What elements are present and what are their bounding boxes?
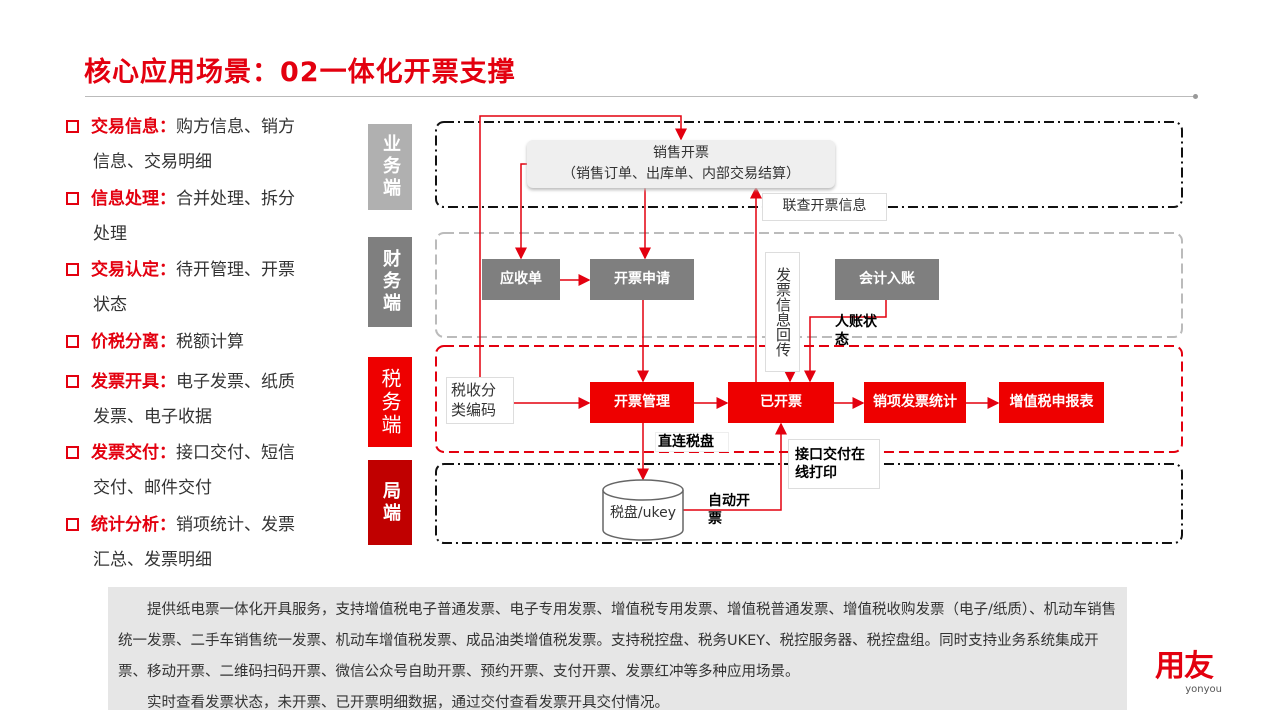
page-title: 核心应用场景：02一体化开票支撑 bbox=[84, 57, 516, 88]
feature-key: 价税分离： bbox=[91, 332, 176, 352]
feature-text: 接口交付、短信 bbox=[176, 443, 295, 463]
feature-key: 信息处理： bbox=[91, 189, 176, 209]
feature-text-cont: 汇总、发票明细 bbox=[93, 550, 212, 570]
feature-text: 购方信息、销方 bbox=[176, 117, 295, 137]
feature-key: 统计分析： bbox=[91, 515, 176, 535]
feature-item: 发票开具：电子发票、纸质发票、电子收据 bbox=[66, 365, 346, 435]
feature-key: 交易认定： bbox=[91, 260, 176, 280]
disk-cylinder bbox=[602, 479, 684, 541]
logo-cn: 用友 bbox=[1155, 649, 1214, 684]
lookup-invoice-label: 联查开票信息 bbox=[762, 193, 887, 221]
arrow-taxcode-to-sales bbox=[479, 115, 687, 377]
arrow-accounting-to-issued bbox=[804, 300, 887, 383]
tax-disk-label: 税盘/ukey bbox=[609, 505, 677, 521]
sales-invoice-sources: （销售订单、出库单、内部交易结算） bbox=[562, 166, 800, 182]
feature-item: 交易认定：待开管理、开票状态 bbox=[66, 253, 346, 323]
logo-en: yonyou bbox=[1185, 684, 1222, 695]
feature-key: 交易信息： bbox=[91, 117, 176, 137]
feature-text-cont: 信息、交易明细 bbox=[93, 152, 212, 172]
feature-item: 信息处理：合并处理、拆分处理 bbox=[66, 182, 346, 252]
invoice-apply-box[interactable]: 开票申请 bbox=[590, 259, 694, 300]
delivery-label: 接口交付在线打印 bbox=[788, 439, 880, 489]
feature-text: 电子发票、纸质 bbox=[176, 372, 295, 392]
feature-item: 统计分析：销项统计、发票汇总、发票明细 bbox=[66, 508, 346, 578]
bullet-square-icon bbox=[66, 263, 79, 276]
lane-bureau: 局端 bbox=[368, 460, 412, 545]
feature-text-cont: 处理 bbox=[93, 224, 127, 244]
bullet-square-icon bbox=[66, 335, 79, 348]
feature-text: 待开管理、开票 bbox=[176, 260, 295, 280]
direct-disk-label: 直连税盘 bbox=[655, 432, 729, 452]
description-paragraph: 实时查看发票状态，未开票、已开票明细数据，通过交付查看发票开具交付情况。 bbox=[147, 695, 669, 711]
arrow-disk-to-issued bbox=[683, 422, 787, 511]
vat-report-box[interactable]: 增值税申报表 bbox=[999, 382, 1104, 423]
entry-status-label: 人账状态 bbox=[835, 314, 877, 348]
issued-box[interactable]: 已开票 bbox=[728, 382, 834, 423]
arrow-sales-to-receivable bbox=[515, 163, 527, 260]
feature-item: 交易信息：购方信息、销方信息、交易明细 bbox=[66, 110, 346, 180]
invoice-feedback-label: 发票信息回传 bbox=[765, 252, 800, 372]
lane-tax: 税务端 bbox=[368, 357, 412, 447]
divider-dot bbox=[1193, 94, 1198, 99]
sales-invoice-title: 销售开票 bbox=[653, 145, 709, 161]
feature-key: 发票开具： bbox=[91, 372, 176, 392]
description-paragraph: 提供纸电票一体化开具服务，支持增值税电子普通发票、电子专用发票、增值税专用发票、… bbox=[118, 602, 1117, 680]
description-box: 提供纸电票一体化开具服务，支持增值税电子普通发票、电子专用发票、增值税专用发票、… bbox=[108, 587, 1127, 711]
feature-item: 发票交付：接口交付、短信交付、邮件交付 bbox=[66, 436, 346, 506]
bullet-square-icon bbox=[66, 120, 79, 133]
sales-invoice-box[interactable]: 销售开票 （销售订单、出库单、内部交易结算） bbox=[527, 140, 835, 188]
bullet-square-icon bbox=[66, 518, 79, 531]
lane-label: 税务端 bbox=[378, 367, 402, 437]
lane-label: 业务端 bbox=[380, 134, 401, 200]
feature-text-cont: 交付、邮件交付 bbox=[93, 478, 212, 498]
lane-finance: 财务端 bbox=[368, 237, 412, 327]
auto-invoice-label: 自动开票 bbox=[708, 493, 750, 527]
feature-text: 合并处理、拆分 bbox=[176, 189, 295, 209]
yonyou-logo: 用友 yonyou bbox=[1146, 649, 1222, 696]
feature-text: 销项统计、发票 bbox=[176, 515, 295, 535]
bullet-square-icon bbox=[66, 446, 79, 459]
lane-label: 局端 bbox=[380, 480, 401, 525]
accounting-box[interactable]: 会计入账 bbox=[835, 259, 939, 300]
feature-text-cont: 状态 bbox=[93, 295, 127, 315]
bullet-square-icon bbox=[66, 375, 79, 388]
invoice-manage-box[interactable]: 开票管理 bbox=[590, 382, 694, 423]
title-divider bbox=[85, 96, 1195, 97]
output-stats-box[interactable]: 销项发票统计 bbox=[864, 382, 966, 423]
feature-key: 发票交付： bbox=[91, 443, 176, 463]
bullet-square-icon bbox=[66, 192, 79, 205]
tax-code-label: 税收分类编码 bbox=[446, 377, 514, 424]
lane-label: 财务端 bbox=[380, 249, 401, 315]
feature-text-cont: 发票、电子收据 bbox=[93, 407, 212, 427]
feature-text: 税额计算 bbox=[176, 332, 244, 352]
receivable-box[interactable]: 应收单 bbox=[482, 259, 560, 300]
lane-business: 业务端 bbox=[368, 124, 412, 210]
region-finance bbox=[435, 232, 1183, 338]
feature-item: 价税分离：税额计算 bbox=[66, 325, 346, 360]
